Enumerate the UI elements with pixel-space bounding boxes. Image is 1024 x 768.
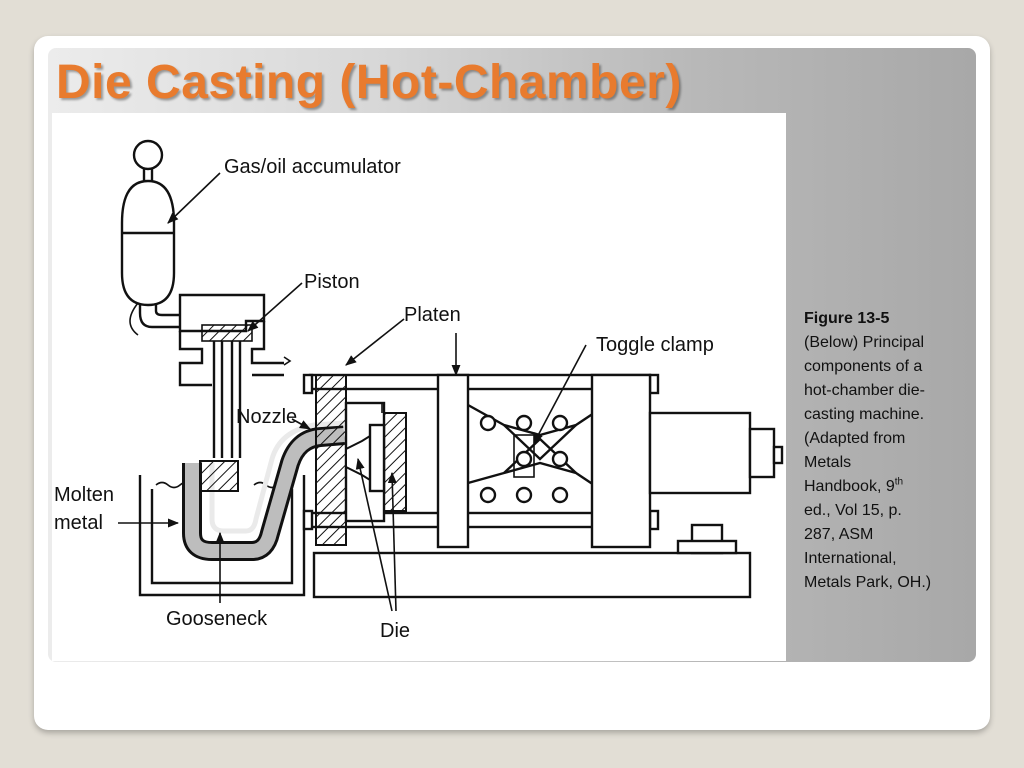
- caption-line: components of a: [804, 358, 923, 375]
- caption-line: (Below) Principal: [804, 334, 925, 351]
- die-casting-diagram: Gas/oil accumulator Piston Platen Toggle…: [52, 113, 786, 661]
- caption-line: hot-chamber die-: [804, 382, 925, 399]
- label-metal: metal: [54, 512, 103, 534]
- label-gooseneck: Gooseneck: [166, 608, 268, 630]
- label-die: Die: [380, 620, 410, 642]
- label-accumulator: Gas/oil accumulator: [224, 156, 401, 178]
- label-molten: Molten: [54, 484, 114, 506]
- caption-line: ed., Vol 15, p.: [804, 502, 902, 519]
- stationary-platen-and-die: [315, 374, 407, 546]
- accumulator-shape: [120, 139, 180, 336]
- label-platen: Platen: [404, 304, 461, 326]
- label-toggle-clamp: Toggle clamp: [596, 334, 714, 356]
- caption-line: Metals Park, OH.): [804, 574, 932, 591]
- gooseneck-shape: [182, 420, 345, 561]
- label-piston: Piston: [304, 271, 360, 293]
- caption-line: Handbook, 9th: [804, 475, 972, 499]
- moving-platen: [436, 373, 470, 549]
- slide-title: Die Casting (Hot-Chamber): [56, 56, 682, 109]
- machine-base: [312, 551, 752, 599]
- caption-line: International,: [804, 550, 897, 567]
- caption-line: Metals: [804, 454, 852, 471]
- caption-superscript: th: [894, 476, 904, 488]
- toggle-clamp-linkage: [467, 403, 595, 504]
- rear-platen-cylinder: [590, 373, 784, 549]
- caption-figure-number: Figure 13-5: [804, 310, 890, 327]
- caption-line: casting machine.: [804, 406, 925, 423]
- figure-caption: Figure 13-5 (Below) Principal components…: [804, 307, 972, 595]
- leader-arrows: [118, 172, 587, 612]
- caption-text: Handbook, 9: [804, 478, 895, 495]
- label-nozzle: Nozzle: [236, 406, 297, 428]
- caption-line: 287, ASM: [804, 526, 874, 543]
- piston-housing: [178, 293, 292, 458]
- caption-line: (Adapted from: [804, 430, 906, 447]
